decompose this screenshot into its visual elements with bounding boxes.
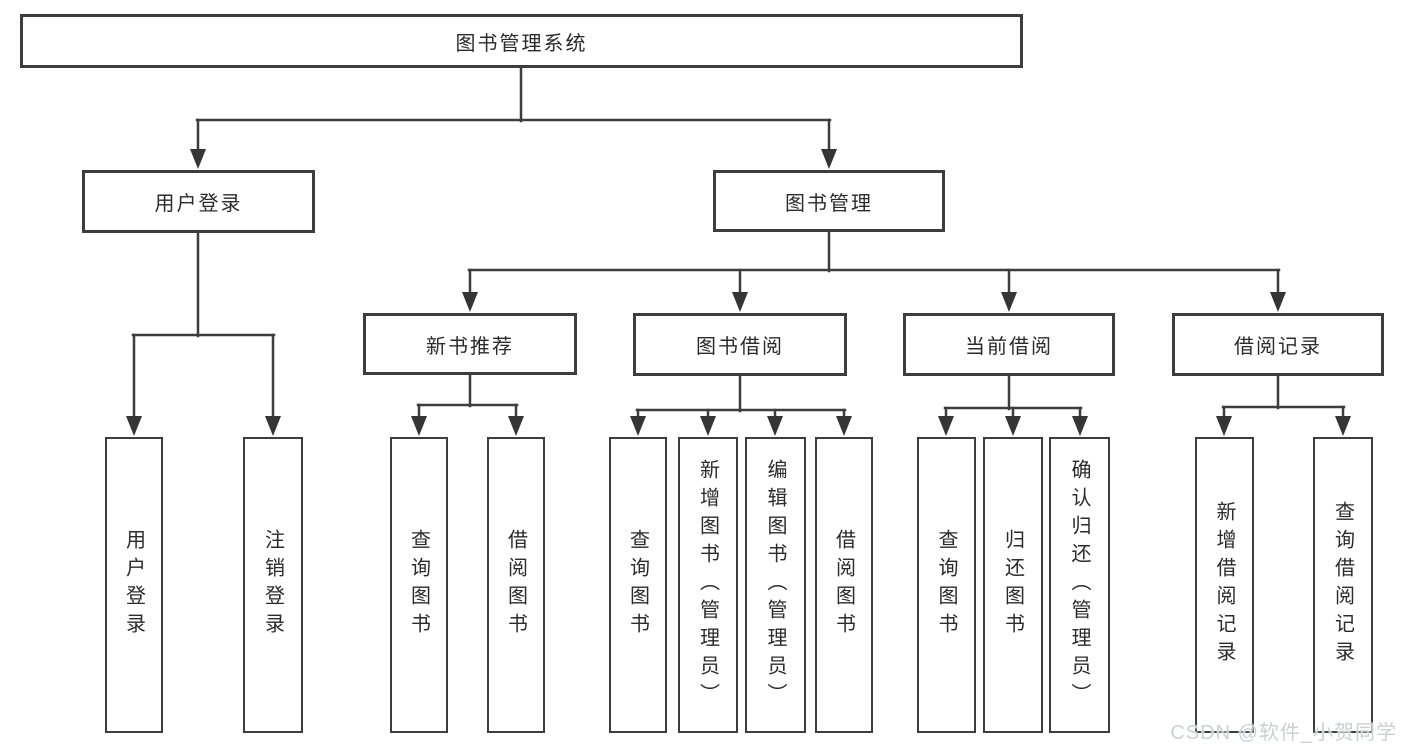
arrowhead-down-icon xyxy=(1001,292,1017,312)
node-book-borrowing: 图书借阅 xyxy=(633,313,847,376)
arrowhead-down-icon xyxy=(462,292,478,312)
leaf-current-query-books: 查询图书 xyxy=(917,437,976,733)
arrowhead-down-icon xyxy=(1270,292,1286,312)
arrowhead-down-icon xyxy=(821,149,837,169)
node-current-borrowing: 当前借阅 xyxy=(903,313,1115,376)
arrowhead-down-icon xyxy=(1005,416,1021,436)
leaf-borrowing-query-books: 查询图书 xyxy=(609,437,667,733)
arrowhead-down-icon xyxy=(1216,416,1232,436)
node-root: 图书管理系统 xyxy=(20,14,1023,68)
leaf-logout-login: 注销登录 xyxy=(243,437,303,733)
watermark: CSDN @软件_小贺同学 xyxy=(1170,722,1397,744)
node-user-login: 用户登录 xyxy=(82,170,315,233)
arrowhead-down-icon xyxy=(938,416,954,436)
arrowhead-down-icon xyxy=(508,416,524,436)
leaf-recommend-borrow-books: 借阅图书 xyxy=(487,437,545,733)
arrowhead-down-icon xyxy=(411,416,427,436)
arrowhead-down-icon xyxy=(1335,416,1351,436)
arrowhead-down-icon xyxy=(767,416,783,436)
leaf-records-add-record: 新增借阅记录 xyxy=(1195,437,1254,733)
leaf-borrowing-edit-books-admin: 编辑图书（管理员） xyxy=(745,437,806,733)
arrowhead-down-icon xyxy=(126,416,142,436)
leaf-records-query-record: 查询借阅记录 xyxy=(1313,437,1373,733)
leaf-borrowing-add-books-admin: 新增图书（管理员） xyxy=(678,437,738,733)
leaf-current-confirm-return-admin: 确认归还（管理员） xyxy=(1049,437,1110,733)
arrowhead-down-icon xyxy=(836,416,852,436)
arrowhead-down-icon xyxy=(190,149,206,169)
arrowhead-down-icon xyxy=(732,292,748,312)
arrowhead-down-icon xyxy=(700,416,716,436)
node-new-book-recommendation: 新书推荐 xyxy=(363,313,577,375)
leaf-user-login: 用户登录 xyxy=(105,437,163,733)
arrowhead-down-icon xyxy=(630,416,646,436)
node-borrowing-records: 借阅记录 xyxy=(1172,313,1384,376)
arrowhead-down-icon xyxy=(265,416,281,436)
node-book-management: 图书管理 xyxy=(713,170,945,232)
leaf-recommend-query-books: 查询图书 xyxy=(390,437,448,733)
leaf-borrowing-borrow-books: 借阅图书 xyxy=(815,437,873,733)
arrowhead-down-icon xyxy=(1072,416,1088,436)
leaf-current-return-books: 归还图书 xyxy=(983,437,1043,733)
